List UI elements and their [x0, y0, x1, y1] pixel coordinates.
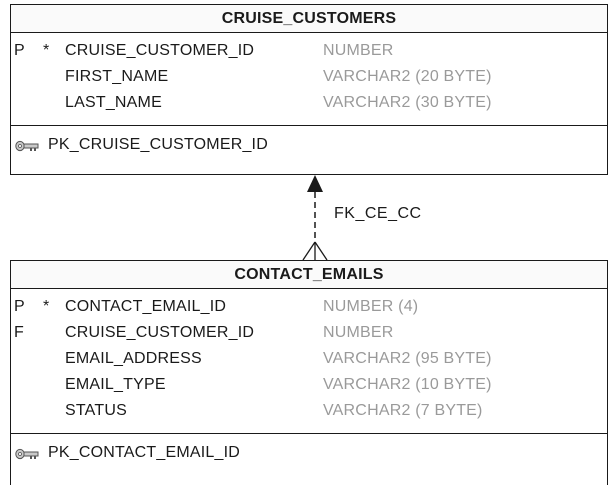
table-title: CONTACT_EMAILS [11, 261, 607, 289]
key-marker: F [14, 324, 24, 341]
table-title: CRUISE_CUSTOMERS [11, 5, 607, 33]
constraint-name: PK_CONTACT_EMAIL_ID [48, 444, 240, 461]
column-name: LAST_NAME [65, 94, 162, 111]
column-row[interactable]: STATUS VARCHAR2 (7 BYTE) [11, 399, 607, 425]
constraint-row[interactable]: PK_CRUISE_CUSTOMER_ID [11, 134, 607, 160]
column-type: NUMBER [323, 42, 394, 59]
column-row[interactable]: EMAIL_ADDRESS VARCHAR2 (95 BYTE) [11, 347, 607, 373]
constraint-row[interactable]: PK_CONTACT_EMAIL_ID [11, 442, 607, 468]
column-type: VARCHAR2 (10 BYTE) [323, 376, 492, 393]
column-type: VARCHAR2 (7 BYTE) [323, 402, 483, 419]
column-type: VARCHAR2 (95 BYTE) [323, 350, 492, 367]
column-name: CRUISE_CUSTOMER_ID [65, 42, 255, 59]
column-list: P * CONTACT_EMAIL_ID NUMBER (4) F CRUISE… [11, 289, 607, 434]
key-marker: P [14, 42, 25, 59]
constraint-name: PK_CRUISE_CUSTOMER_ID [48, 136, 268, 153]
required-marker: * [43, 298, 50, 315]
column-row[interactable]: P * CRUISE_CUSTOMER_ID NUMBER [11, 39, 607, 65]
column-type: VARCHAR2 (30 BYTE) [323, 94, 492, 111]
column-row[interactable]: LAST_NAME VARCHAR2 (30 BYTE) [11, 91, 607, 117]
column-row[interactable]: F CRUISE_CUSTOMER_ID NUMBER [11, 321, 607, 347]
column-name: STATUS [65, 402, 127, 419]
column-list: P * CRUISE_CUSTOMER_ID NUMBER FIRST_NAME… [11, 33, 607, 126]
column-type: VARCHAR2 (20 BYTE) [323, 68, 492, 85]
column-name: CRUISE_CUSTOMER_ID [65, 324, 255, 341]
column-type: NUMBER [323, 324, 394, 341]
required-marker: * [43, 42, 50, 59]
table-cruise-customers[interactable]: CRUISE_CUSTOMERS P * CRUISE_CUSTOMER_ID … [10, 4, 608, 175]
relationship-label: FK_CE_CC [334, 205, 422, 222]
column-name: FIRST_NAME [65, 68, 169, 85]
column-row[interactable]: FIRST_NAME VARCHAR2 (20 BYTE) [11, 65, 607, 91]
column-type: NUMBER (4) [323, 298, 419, 315]
crows-foot-line [302, 241, 316, 261]
constraint-list: PK_CRUISE_CUSTOMER_ID [11, 126, 607, 160]
constraint-list: PK_CONTACT_EMAIL_ID [11, 434, 607, 468]
key-icon [15, 448, 39, 460]
column-name: EMAIL_ADDRESS [65, 350, 202, 367]
column-name: CONTACT_EMAIL_ID [65, 298, 227, 315]
table-contact-emails[interactable]: CONTACT_EMAILS P * CONTACT_EMAIL_ID NUMB… [10, 260, 608, 485]
column-row[interactable]: EMAIL_TYPE VARCHAR2 (10 BYTE) [11, 373, 607, 399]
column-name: EMAIL_TYPE [65, 376, 166, 393]
key-icon [15, 140, 39, 152]
crows-foot-line [314, 241, 328, 261]
column-row[interactable]: P * CONTACT_EMAIL_ID NUMBER (4) [11, 295, 607, 321]
arrow-head [307, 175, 323, 192]
key-marker: P [14, 298, 25, 315]
